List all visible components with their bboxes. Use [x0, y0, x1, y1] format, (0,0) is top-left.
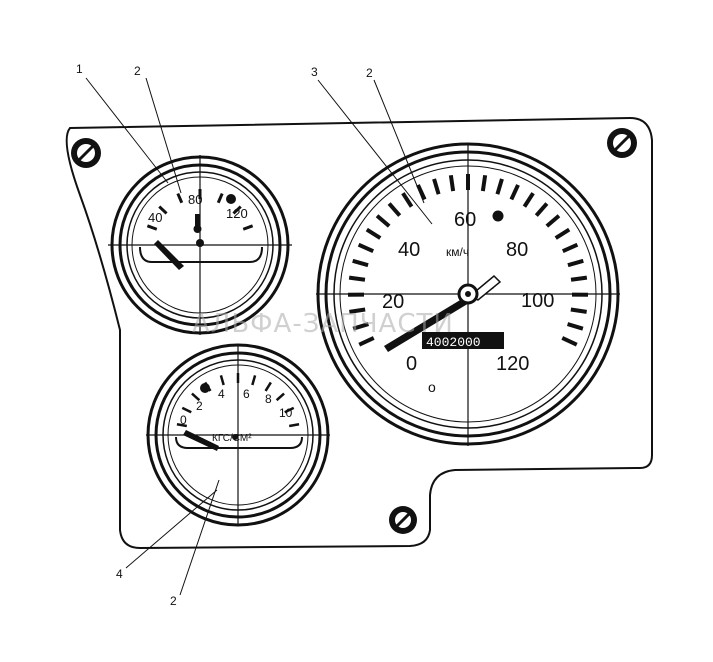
- callout-4: 4: [116, 567, 123, 581]
- temp-tick-label-40: 40: [148, 210, 162, 225]
- pressure-tick-mark: [275, 392, 285, 402]
- pressure-tick-label-6: 6: [243, 387, 250, 401]
- speed-tick-mark: [348, 275, 366, 282]
- watermark: АЛЬФА-ЗАПЧАСТИ: [192, 309, 454, 339]
- speed-tick-label-80: 80: [506, 239, 528, 261]
- speed-tick-mark: [352, 322, 370, 331]
- speed-tick-mark: [495, 178, 504, 195]
- pressure-tick-mark: [264, 381, 272, 392]
- speed-unit-label: км/ч: [446, 245, 469, 259]
- temp-tick-mark: [158, 205, 168, 215]
- speed-tick-mark: [570, 275, 588, 282]
- speed-tick-mark: [448, 174, 456, 192]
- pressure-tick-label-4: 4: [218, 387, 225, 401]
- pressure-tick-mark: [251, 375, 257, 386]
- pressure-warning-dot-icon: [200, 383, 210, 393]
- pressure-tick-mark: [288, 423, 300, 428]
- temp-tick-mark: [146, 224, 158, 231]
- pressure-tick-label-0: 0: [180, 413, 187, 427]
- pressure-tick-label-2: 2: [196, 399, 203, 413]
- oil-pressure-gauge: 0 2 4 6 8 10 КГС/СМ²: [146, 343, 330, 527]
- speed-tick-mark: [349, 307, 366, 314]
- pressure-tick-mark: [176, 423, 188, 428]
- temp-tick-mark: [242, 224, 254, 231]
- speed-tick-label-40: 40: [398, 239, 420, 261]
- speed-tick-mark: [416, 184, 427, 201]
- screw-bottom: [389, 506, 417, 534]
- callout-2-temp: 2: [134, 64, 141, 78]
- screw-top-left: [71, 138, 101, 168]
- speed-tick-mark: [352, 258, 369, 268]
- speed-tick-mark: [357, 242, 375, 254]
- speed-tick-mark: [375, 214, 391, 228]
- speed-tick-label-120: 120: [496, 353, 529, 375]
- speed-limit-dot-icon: [492, 210, 504, 222]
- leader-lines: [85, 77, 433, 596]
- speed-tick-mark: [554, 227, 571, 240]
- temp-tick-label-120: 120: [226, 206, 248, 221]
- speed-tick-label-0: 0: [406, 353, 417, 375]
- speed-tick-marks: [347, 174, 589, 347]
- speed-tick-mark: [365, 227, 382, 240]
- pressure-tick-label-10: 10: [279, 406, 293, 420]
- temp-danger-dot-icon: [226, 194, 236, 204]
- temperature-tick-marks: [146, 189, 254, 231]
- thermometer-icon: [193, 214, 202, 233]
- pressure-unit-label: КГС/СМ²: [212, 433, 252, 444]
- callout-1: 1: [76, 62, 83, 76]
- speed-tick-mark: [522, 192, 535, 208]
- speed-tick-mark: [480, 174, 488, 192]
- callout-3: 3: [311, 65, 318, 79]
- speed-tick-mark: [358, 336, 375, 347]
- speed-tick-label-20: 20: [382, 291, 404, 313]
- pressure-needle: [183, 430, 219, 451]
- temperature-gauge: 40 80 120: [108, 155, 292, 335]
- callout-2-speed: 2: [366, 66, 373, 80]
- odometer-value: 4002000: [426, 335, 481, 350]
- speed-tick-label-60: 60: [454, 209, 476, 231]
- trip-reset-knob: o: [428, 379, 436, 395]
- speed-tick-mark: [570, 307, 587, 314]
- speed-tick-mark: [534, 202, 549, 217]
- speed-tick-mark: [509, 184, 520, 201]
- panel-outline: [65, 116, 653, 550]
- temp-tick-mark: [176, 192, 184, 204]
- speed-tick-mark: [561, 336, 578, 347]
- pressure-tick-mark: [191, 392, 201, 402]
- temp-needle: [154, 240, 184, 270]
- pressure-tick-mark: [284, 406, 295, 414]
- pressure-tick-mark: [219, 375, 225, 386]
- temp-tick-mark: [216, 192, 224, 204]
- speed-tick-label-100: 100: [521, 290, 554, 312]
- speed-tick-mark: [567, 258, 584, 268]
- speed-tick-mark: [432, 178, 441, 195]
- speed-tick-mark: [401, 192, 414, 208]
- temp-tick-label-80: 80: [188, 192, 202, 207]
- speed-tick-mark: [561, 242, 579, 254]
- pressure-tick-label-8: 8: [265, 392, 272, 406]
- speed-tick-mark: [545, 214, 561, 228]
- speedometer: 0 20 40 60 80 100 120 км/ч 4002000 o: [316, 142, 620, 446]
- odometer-window: [422, 332, 504, 349]
- speed-tick-mark: [387, 202, 402, 217]
- callout-2-pressure: 2: [170, 594, 177, 608]
- temp-tick-mark: [232, 205, 242, 215]
- speed-tick-mark: [566, 322, 584, 331]
- screw-top-right: [607, 128, 637, 158]
- pressure-tick-mark: [181, 406, 192, 414]
